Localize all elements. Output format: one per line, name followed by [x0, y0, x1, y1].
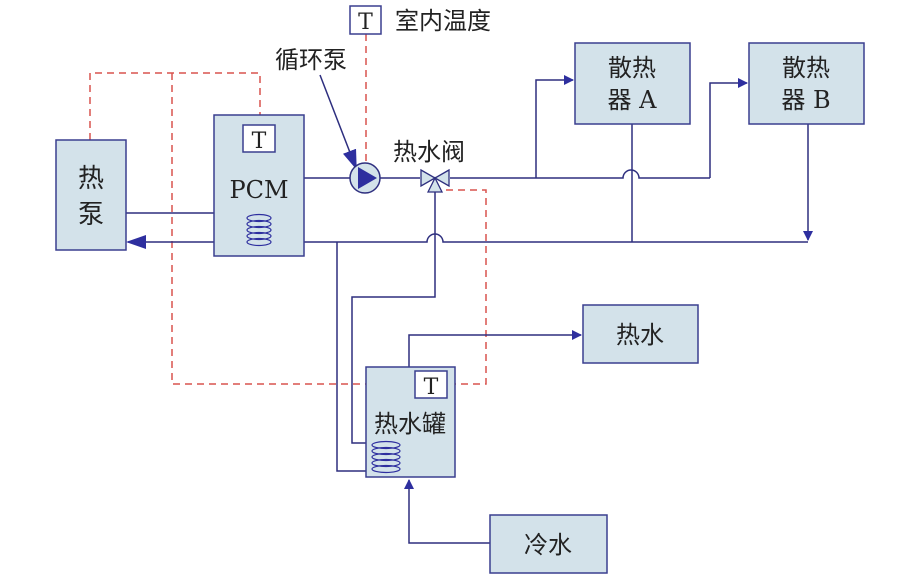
radiator-b-label-2: 器 B [781, 86, 830, 114]
pump-label: 循环泵 [275, 46, 347, 74]
heat-pump-label-2: 泵 [78, 200, 104, 230]
sensor-label: T [358, 10, 373, 35]
indoor-temp-sensor [349, 5, 382, 35]
radiator-a-label-2: 器 A [608, 86, 658, 114]
hot-water-box [582, 304, 699, 364]
circulation-pump-icon [349, 162, 381, 194]
heat-pump-label-1: 热 [78, 164, 104, 194]
radiator-b-label-1: 散热 [782, 54, 830, 82]
pcm-sensor-label: T [252, 129, 267, 154]
three-way-valve-icon [420, 168, 450, 193]
tank-coil-icon [371, 440, 401, 474]
cold-water-label: 冷水 [524, 531, 572, 559]
hot-water-label: 热水 [616, 321, 664, 349]
pcm-sensor [242, 124, 276, 153]
pcm-label: PCM [229, 176, 288, 204]
signal-lines [89, 34, 487, 385]
cold-water-box [489, 514, 608, 574]
tank-sensor [414, 370, 448, 399]
tank-label: 热水罐 [374, 410, 446, 438]
tank-sensor-label: T [424, 375, 439, 400]
valve-label: 热水阀 [393, 138, 465, 166]
radiator-b-box [748, 42, 865, 125]
heat-pump-box [55, 139, 127, 251]
pcm-coil-icon [246, 213, 272, 247]
indoor-temp-label: 室内温度 [395, 7, 491, 35]
radiator-a-box [574, 42, 691, 125]
radiator-a-label-1: 散热 [608, 54, 656, 82]
